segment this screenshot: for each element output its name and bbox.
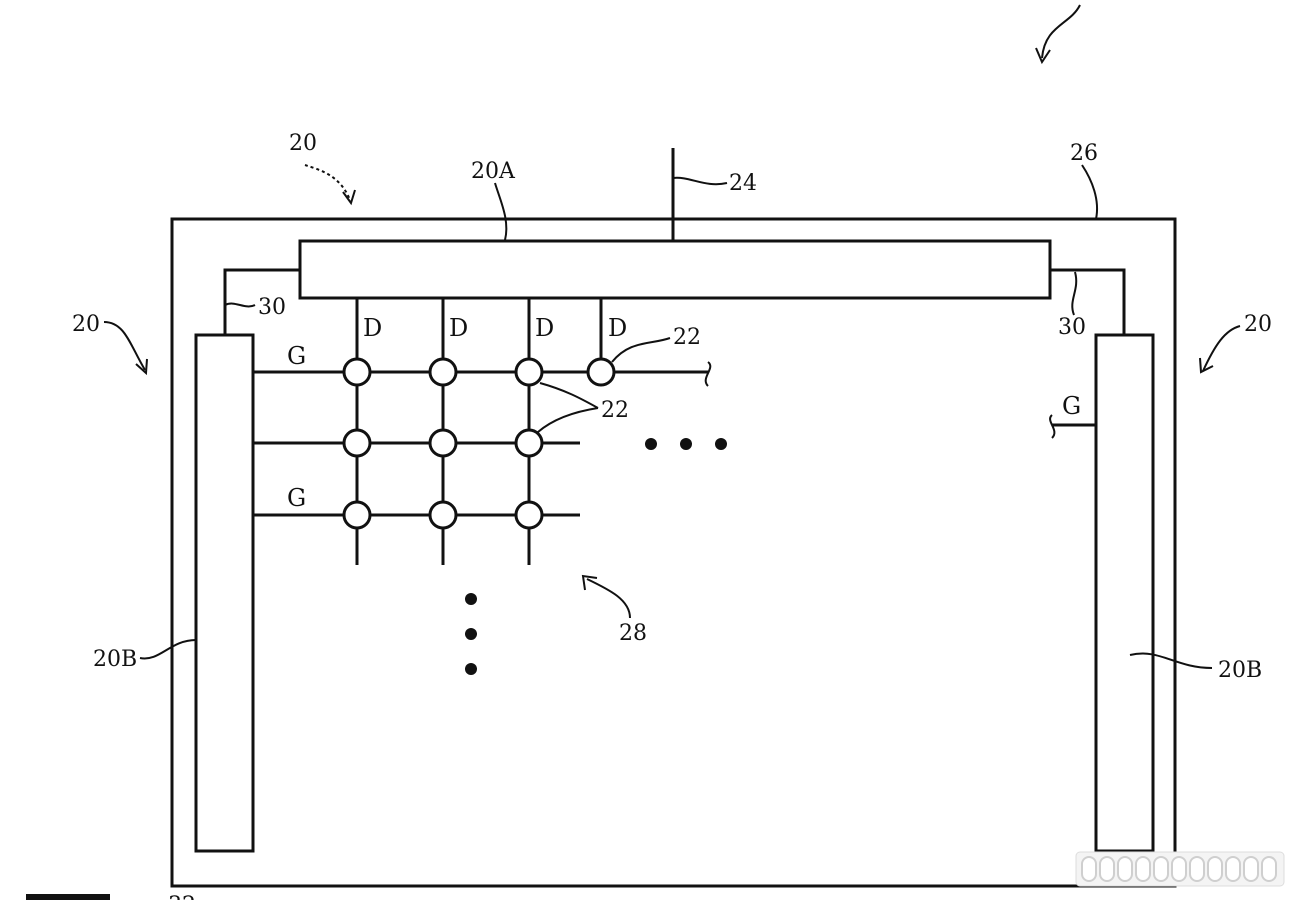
watermark-logo [1075,851,1285,887]
ellipsis-dot [680,438,692,450]
pixel [342,357,372,387]
left-control-path [223,268,300,335]
ref-label-20-right: 20 [1244,312,1272,337]
ref-label-bottom-partial: 32 [168,893,196,900]
pixel [428,357,458,387]
pixel [342,500,372,530]
ref-label-22-mid: 22 [601,398,629,423]
leader-28 [586,578,631,619]
pixel [514,428,544,458]
data-line-label: D [449,314,468,342]
ref-label-20-left: 20 [72,312,100,337]
data-line-label: D [363,314,382,342]
ref-label-30-right: 30 [1058,315,1086,340]
data-line-label: D [535,314,554,342]
ref-label-20-top: 20 [289,131,317,156]
pixel [342,428,372,458]
leader-20-right [1202,325,1241,372]
left-gate-driver-circuitry [194,333,255,853]
arrowhead [1199,357,1214,374]
gate-line-label: G [1062,392,1081,420]
ref-label-display-partial: 14 [1068,0,1096,6]
leader-26 [1081,164,1098,220]
top-driver-circuitry [298,239,1052,300]
leader-20B-left [139,639,197,660]
pixel [428,500,458,530]
leader-24 [672,176,728,186]
leader-20B-right [1129,652,1213,669]
ellipsis-dot [645,438,657,450]
leader-20-left [103,321,146,371]
ref-label-24: 24 [729,171,757,196]
leader-22-mid-1 [539,382,599,409]
ref-label-20A: 20A [471,159,516,184]
ellipsis-dot [465,593,477,605]
ellipsis-dot [465,663,477,675]
pixel [428,428,458,458]
gate-line-1-break [704,361,712,387]
right-gate-driver-circuitry [1094,333,1155,853]
leader-display [1041,4,1081,59]
pixel [586,357,616,387]
gate-line-label: G [287,342,306,370]
pixel [514,357,544,387]
data-line-label: D [608,314,627,342]
leader-22-top [611,337,671,363]
display-substrate [170,217,1177,888]
leader-30-right [1071,271,1078,316]
ref-label-28: 28 [619,621,647,646]
ref-label-20B-right: 20B [1218,658,1262,683]
ref-label-26: 26 [1070,141,1098,166]
cropped-black-block [26,894,110,900]
leader-30-left [224,302,256,308]
leader-22-mid-2 [537,407,599,433]
arrowhead [342,189,356,206]
ellipsis-dot [465,628,477,640]
gate-line-label: G [287,484,306,512]
right-gate-line-break [1049,414,1056,439]
right-control-path [1050,268,1126,335]
leader-20A [494,182,508,241]
arrowhead [581,574,598,591]
ref-label-30-left: 30 [258,295,286,320]
ellipsis-dot [715,438,727,450]
arrowhead [135,358,148,376]
ref-label-22-top: 22 [673,325,701,350]
pixel [514,500,544,530]
leader-20-top [304,164,351,201]
ref-label-20B-left: 20B [93,647,137,672]
arrowhead [1035,47,1051,65]
